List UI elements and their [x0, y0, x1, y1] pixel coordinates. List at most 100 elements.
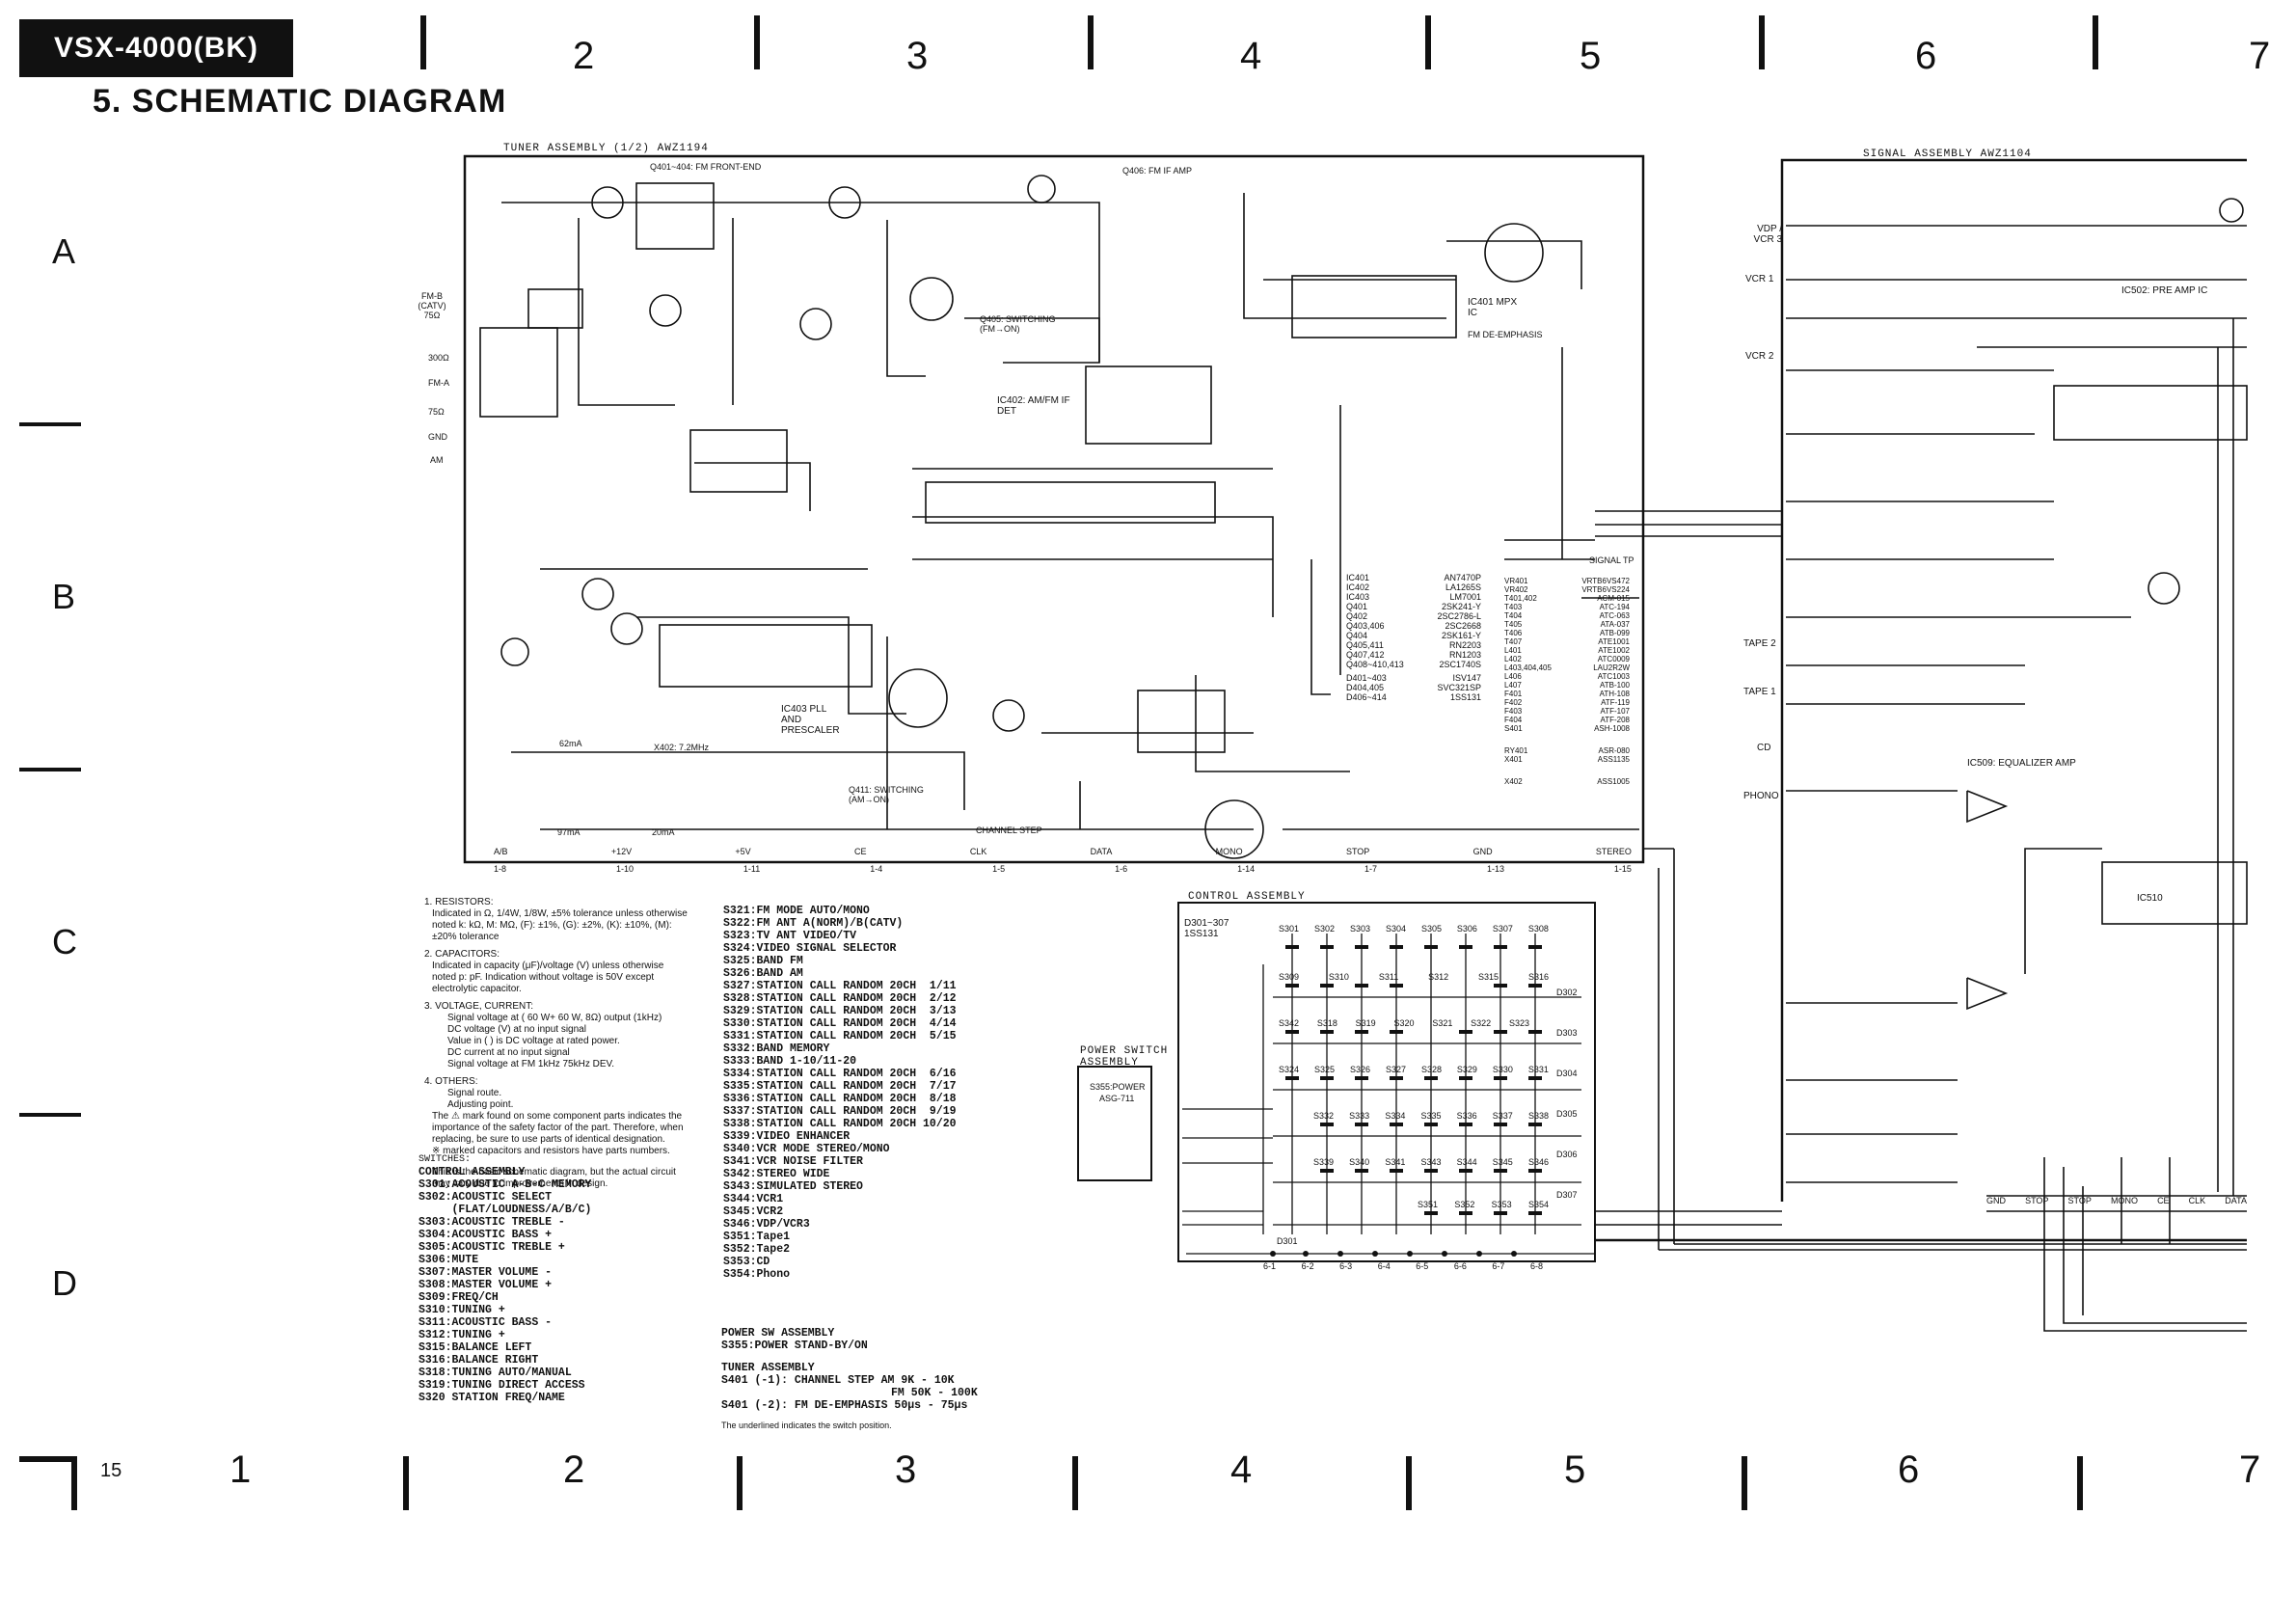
part-ref: Q408~410,413	[1346, 660, 1404, 669]
input-label: TAPE 2	[1743, 638, 1776, 649]
pin-label: MONO	[1215, 847, 1243, 856]
part-no: RN2203	[1448, 640, 1481, 650]
part-no: ATF-208	[1600, 716, 1630, 724]
switch-item: S345:VCR2	[723, 1205, 784, 1218]
switch-label: S332	[1313, 1111, 1335, 1121]
ant-term: 300Ω	[428, 353, 449, 363]
part-no: 1SS131	[1449, 692, 1481, 702]
part-ref: L403,404,405	[1504, 663, 1552, 672]
q405-label: Q405: SWITCHING (FM→ON)	[980, 314, 1056, 334]
signal-assembly-border	[1780, 158, 2247, 1202]
switch-item: S339:VIDEO ENHANCER	[723, 1130, 851, 1143]
tuner-sw-line: S401 (-1): CHANNEL STEP AM 9K - 10K	[721, 1374, 955, 1387]
switch-label: S345	[1492, 1157, 1513, 1167]
grid-col-bottom: 1	[230, 1448, 252, 1491]
model-badge: VSX-4000(BK)	[19, 19, 293, 77]
q408	[500, 637, 529, 666]
part-ref: L407	[1504, 681, 1522, 690]
notes-block: 1. RESISTORS: Indicated in Ω, 1/4W, 1/8W…	[424, 897, 690, 1190]
part-ref: Q404	[1346, 631, 1368, 640]
tuner-sw-line: S401 (-2): FM DE-EMPHASIS 50μs - 75μs	[721, 1399, 968, 1412]
power-switch-part: ASG-711	[1099, 1094, 1135, 1103]
grid-separator	[754, 15, 760, 69]
grid-separator	[1088, 15, 1094, 69]
part-ref: D401~403	[1346, 673, 1387, 683]
pin-label: STOP	[2025, 1196, 2049, 1205]
ant-term: FM-B (CATV) 75Ω	[418, 291, 446, 320]
switches-list-b: S321:FM MODE AUTO/MONO S322:FM ANT A(NOR…	[723, 905, 957, 1281]
diagram-title: 5. SCHEMATIC DIAGRAM	[93, 83, 507, 120]
control-diodes: D301~307 1SS131	[1184, 918, 1229, 939]
part-ref: IC403	[1346, 592, 1370, 602]
switch-label: S308	[1527, 924, 1549, 934]
pin-id: 6-7	[1492, 1261, 1505, 1271]
q412	[1204, 799, 1264, 859]
switch-item: S342:STEREO WIDE	[723, 1168, 830, 1180]
q407	[1484, 223, 1544, 283]
grid-separator	[1759, 15, 1765, 69]
switch-item: S304:ACOUSTIC BASS +	[419, 1229, 553, 1241]
signal-bottom-pins: GND STOP STOP MONO CE CLK DATA	[1986, 1196, 2247, 1205]
note-text: Adjusting point.	[447, 1099, 514, 1110]
ic403-box	[659, 624, 873, 688]
part-ref: T403	[1504, 603, 1523, 611]
tuner-bottom-ids: 1-8 1-10 1-11 1-4 1-5 1-6 1-14 1-7 1-13 …	[494, 864, 1632, 874]
part-ref: F401	[1504, 690, 1523, 698]
note-text: Value in ( ) is DC voltage at rated powe…	[447, 1036, 620, 1046]
part-ref: F402	[1504, 698, 1523, 707]
ic401-box	[1291, 275, 1457, 338]
q405	[909, 277, 954, 321]
input-label: TAPE 1	[1743, 687, 1776, 697]
current-label: 20mA	[652, 827, 675, 837]
switch-item: S325:BAND FM	[723, 955, 803, 967]
pin-label: A/B	[494, 847, 508, 856]
part-no: 2SK161-Y	[1441, 631, 1481, 640]
tuner-sw-line: FM 50K - 100K	[891, 1387, 978, 1399]
part-no: LM7001	[1449, 592, 1481, 602]
switch-label: S322	[1471, 1018, 1492, 1028]
part-no: ATE1001	[1598, 637, 1630, 646]
switch-item: S324:VIDEO SIGNAL SELECTOR	[723, 942, 897, 955]
note-text: Signal route.	[447, 1088, 502, 1098]
ic502-label: IC502: PRE AMP IC	[2121, 285, 2208, 296]
pin-label: +5V	[735, 847, 751, 856]
q413	[992, 699, 1025, 732]
part-no: ATC-063	[1599, 611, 1630, 620]
switches-list-a: SWITCHES: CONTROL ASSEMBLY S301:ACOUSTIC…	[419, 1153, 591, 1404]
note-text: This is the basic schematic diagram, but…	[432, 1167, 676, 1189]
diode-label: D305	[1556, 1109, 1578, 1119]
switch-item: S319:TUNING DIRECT ACCESS	[419, 1379, 585, 1392]
note-heading: 3. VOLTAGE, CURRENT:	[424, 1001, 533, 1012]
switch-label: S312	[1428, 972, 1449, 982]
part-ref: L401	[1504, 646, 1522, 655]
switch-label: S301	[1279, 924, 1300, 934]
switch-item: S329:STATION CALL RANDOM 20CH 3/13	[723, 1005, 957, 1017]
switch-label: S346	[1527, 1157, 1549, 1167]
switch-item: S335:STATION CALL RANDOM 20CH 7/17	[723, 1080, 957, 1093]
switch-label: S323	[1508, 1018, 1529, 1028]
switch-row: S342 S318 S319 S320 S321 S322 S323	[1279, 1018, 1529, 1028]
diode-label: D307	[1556, 1190, 1578, 1200]
note-text: Signal voltage at ( 60 W+ 60 W, 8Ω) outp…	[447, 1013, 662, 1023]
note-text: Indicated in Ω, 1/4W, 1/8W, ±5% toleranc…	[432, 908, 688, 942]
switch-item: S320 STATION FREQ/NAME	[419, 1392, 565, 1404]
switch-item: S303:ACOUSTIC TREBLE -	[419, 1216, 565, 1229]
grid-col-bottom: 4	[1230, 1448, 1253, 1491]
switch-label: S315	[1478, 972, 1499, 982]
part-ref: T407	[1504, 637, 1523, 646]
ic403-label: IC403 PLL AND PRESCALER	[781, 704, 840, 736]
part-no: ATC1003	[1597, 672, 1630, 681]
switch-item: S310:TUNING +	[419, 1304, 505, 1316]
q502	[2219, 198, 2244, 223]
